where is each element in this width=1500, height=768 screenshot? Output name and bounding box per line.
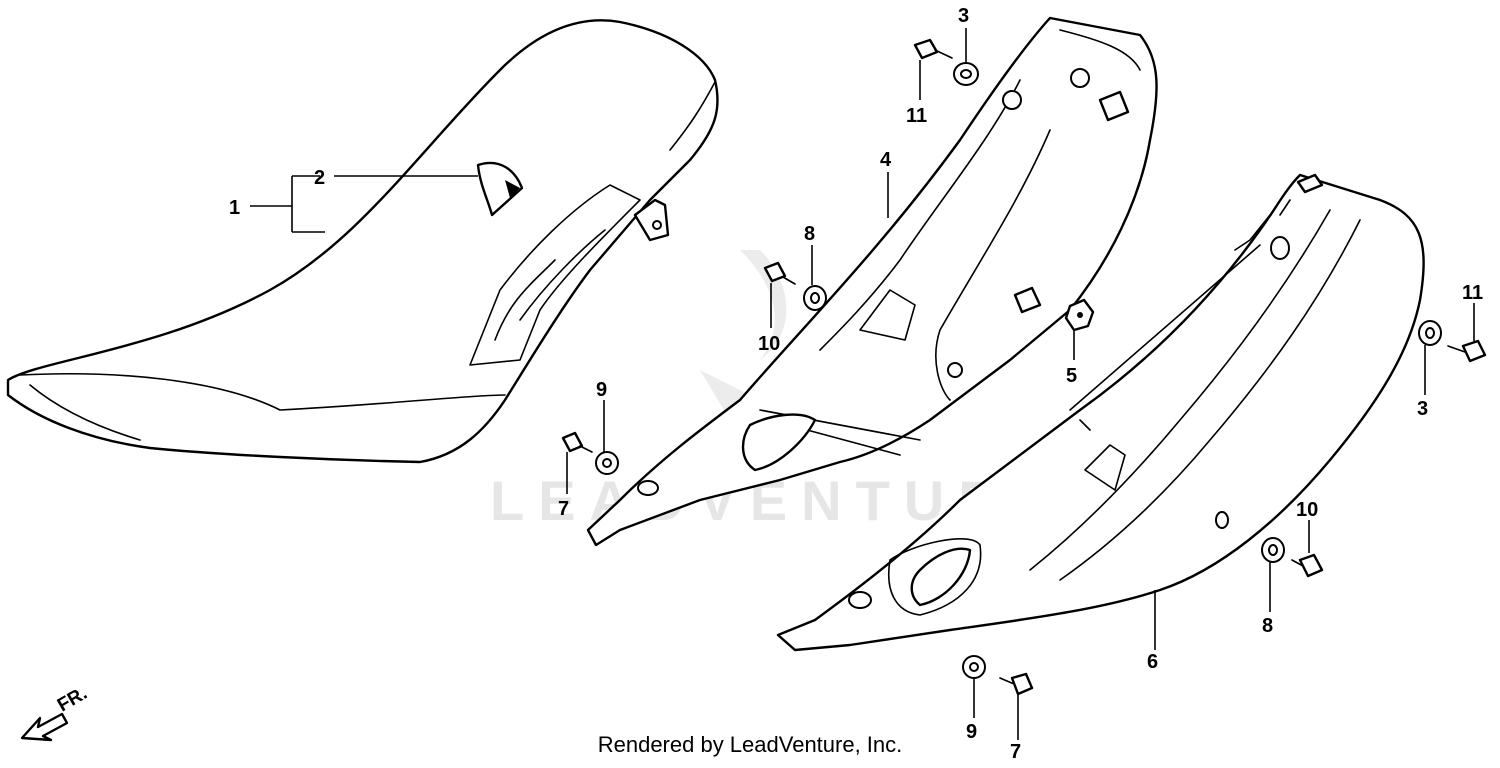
side-cover-right[interactable] (776, 173, 1425, 652)
callout-3-top: 3 (958, 5, 969, 27)
callout-7-left: 7 (558, 498, 569, 520)
washer-9-bottom[interactable] (962, 655, 986, 679)
bolt-10-left[interactable] (763, 261, 796, 285)
callout-7-bottom: 7 (1010, 741, 1021, 763)
washer-9-left[interactable] (595, 451, 619, 475)
bolt-11-top[interactable] (913, 38, 953, 60)
callout-6: 6 (1147, 651, 1158, 673)
washer-8-left[interactable] (803, 285, 827, 311)
callout-9-left: 9 (596, 379, 607, 401)
bolt-10-right[interactable] (1291, 553, 1324, 578)
callout-10-right: 10 (1296, 499, 1318, 521)
front-label: FR. (54, 683, 91, 716)
bolt-7-left[interactable] (561, 431, 593, 453)
callout-8-right: 8 (1262, 615, 1273, 637)
leader-lines (250, 28, 1475, 740)
washer-3-top[interactable] (953, 62, 979, 86)
callout-10-left: 10 (758, 333, 780, 355)
callouts: 1 2 3 11 4 8 10 5 9 7 11 3 10 8 6 9 7 (229, 5, 1483, 763)
seat[interactable] (6, 19, 719, 464)
callout-2: 2 (314, 167, 325, 189)
side-cover-left[interactable] (586, 16, 1158, 547)
callout-4: 4 (880, 149, 892, 171)
bolt-7-bottom[interactable] (999, 672, 1034, 696)
front-arrow-icon (20, 712, 69, 742)
bolt-11-right[interactable] (1447, 339, 1487, 363)
seat-emblem[interactable] (476, 161, 524, 217)
callout-1: 1 (229, 197, 240, 219)
callout-3-right: 3 (1417, 398, 1428, 420)
credit-text: Rendered by LeadVenture, Inc. (597, 732, 903, 757)
callout-11-top: 11 (906, 105, 927, 127)
callout-9-bottom: 9 (966, 721, 977, 743)
callout-11-right: 11 (1462, 282, 1483, 304)
washer-3-right[interactable] (1418, 320, 1442, 346)
callout-5: 5 (1066, 365, 1077, 387)
nut-5[interactable] (1064, 298, 1095, 332)
callout-8-left: 8 (804, 223, 815, 245)
washer-8-right[interactable] (1261, 537, 1285, 563)
